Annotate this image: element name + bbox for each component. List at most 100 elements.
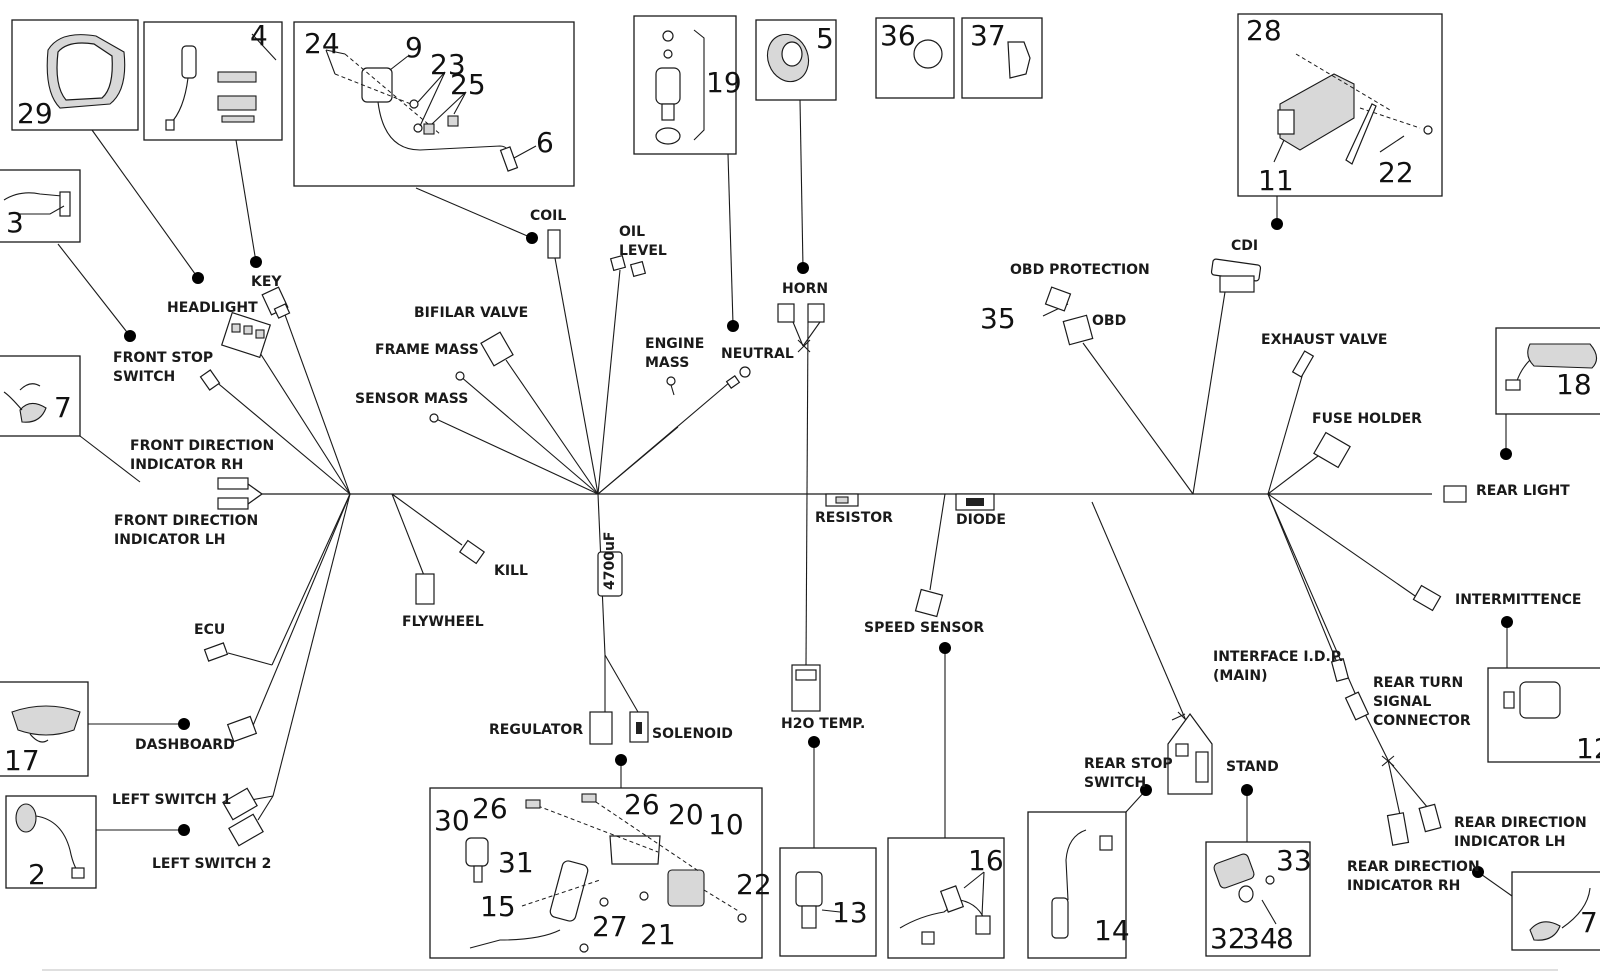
callout-34: 34 bbox=[1242, 922, 1278, 955]
label-bifilar-valve: BIFILAR VALVE bbox=[414, 305, 528, 321]
callout-28: 28 bbox=[1246, 14, 1282, 47]
callout-9: 9 bbox=[405, 31, 423, 64]
box-clip-37 bbox=[961, 17, 1043, 99]
label-front-dir-lh-2: INDICATOR LH bbox=[114, 532, 226, 548]
label-front-dir-rh-1: FRONT DIRECTION bbox=[130, 438, 274, 454]
box-speed-sensor-16 bbox=[887, 837, 1005, 959]
label-engine-mass-1: ENGINE bbox=[645, 336, 704, 352]
box-left-switch-2 bbox=[5, 795, 97, 889]
callout-5: 5 bbox=[816, 22, 834, 55]
label-rear-stop-switch-1: REAR STOP bbox=[1084, 756, 1173, 772]
callout-22-relay: 22 bbox=[736, 868, 772, 901]
label-rear-turn-1: REAR TURN bbox=[1373, 675, 1463, 691]
callout-8: 8 bbox=[1276, 922, 1294, 955]
label-front-dir-rh-2: INDICATOR RH bbox=[130, 457, 243, 473]
callout-16: 16 bbox=[968, 844, 1004, 877]
callout-36: 36 bbox=[880, 19, 916, 52]
callout-32: 32 bbox=[1210, 922, 1246, 955]
callout-29: 29 bbox=[17, 97, 53, 130]
callout-26-right: 26 bbox=[624, 788, 660, 821]
label-rear-dir-lh-1: REAR DIRECTION bbox=[1454, 815, 1587, 831]
label-kill: KILL bbox=[494, 563, 528, 579]
callout-37: 37 bbox=[970, 19, 1006, 52]
label-fuse-holder: FUSE HOLDER bbox=[1312, 411, 1422, 427]
label-capacitor: 4700uF bbox=[602, 532, 618, 591]
label-horn: HORN bbox=[782, 281, 828, 297]
box-key-4 bbox=[143, 21, 283, 141]
callout-11: 11 bbox=[1258, 164, 1294, 197]
box-front-indicator-7 bbox=[0, 355, 81, 437]
callout-7-front: 7 bbox=[54, 391, 72, 424]
label-engine-mass-2: MASS bbox=[645, 355, 689, 371]
label-speed-sensor: SPEED SENSOR bbox=[864, 620, 984, 636]
label-stand: STAND bbox=[1226, 759, 1279, 775]
harness-labels: HEADLIGHT KEY FRONT STOP SWITCH FRONT DI… bbox=[112, 208, 1587, 894]
box-coil-24-9-23-25-6 bbox=[293, 21, 575, 187]
callout-23: 23 bbox=[430, 48, 466, 81]
callout-27: 27 bbox=[592, 910, 628, 943]
label-intermittence: INTERMITTENCE bbox=[1455, 592, 1582, 608]
label-rear-dir-rh-2: INDICATOR RH bbox=[1347, 878, 1460, 894]
label-obd-protection: OBD PROTECTION bbox=[1010, 262, 1150, 278]
callout-17: 17 bbox=[4, 744, 40, 777]
callout-20: 20 bbox=[668, 798, 704, 831]
callout-4: 4 bbox=[250, 19, 268, 52]
box-clip-36 bbox=[875, 17, 955, 99]
label-solenoid: SOLENOID bbox=[652, 726, 733, 742]
label-front-stop-switch-2: SWITCH bbox=[113, 369, 175, 385]
callout-25: 25 bbox=[450, 68, 486, 101]
label-interface-idp-1: INTERFACE I.D.P. bbox=[1213, 649, 1344, 665]
part-numbers: 29 4 24 9 23 25 6 19 5 36 37 28 11 22 3 … bbox=[4, 14, 1600, 955]
label-neutral: NEUTRAL bbox=[721, 346, 794, 362]
callout-3: 3 bbox=[6, 206, 24, 239]
box-starter-relay-assembly bbox=[429, 787, 763, 959]
label-left-switch-1: LEFT SWITCH 1 bbox=[112, 792, 231, 808]
box-h2o-sensor-13 bbox=[779, 847, 877, 957]
callout-26-left: 26 bbox=[472, 792, 508, 825]
label-front-dir-lh-1: FRONT DIRECTION bbox=[114, 513, 258, 529]
box-headlight-29 bbox=[11, 19, 139, 131]
box-neutral-switch-19 bbox=[633, 15, 737, 155]
label-obd: OBD bbox=[1092, 313, 1126, 329]
callout-33: 33 bbox=[1276, 844, 1312, 877]
label-dashboard: DASHBOARD bbox=[135, 737, 235, 753]
label-regulator: REGULATOR bbox=[489, 722, 583, 738]
label-rear-light: REAR LIGHT bbox=[1476, 483, 1570, 499]
callout-6: 6 bbox=[536, 126, 554, 159]
label-rear-stop-switch-2: SWITCH bbox=[1084, 775, 1146, 791]
label-interface-idp-2: (MAIN) bbox=[1213, 668, 1268, 684]
label-rear-turn-3: CONNECTOR bbox=[1373, 713, 1471, 729]
callout-2: 2 bbox=[28, 858, 46, 891]
label-resistor: RESISTOR bbox=[815, 510, 893, 526]
callout-12: 12 bbox=[1576, 732, 1600, 765]
label-oil-level-1: OIL bbox=[619, 224, 645, 240]
callout-31: 31 bbox=[498, 846, 534, 879]
label-cdi: CDI bbox=[1231, 238, 1258, 254]
label-diode: DIODE bbox=[956, 512, 1006, 528]
callout-35: 35 bbox=[980, 302, 1016, 335]
box-stand-switch-33-32-34-8 bbox=[1205, 841, 1311, 957]
label-exhaust-valve: EXHAUST VALVE bbox=[1261, 332, 1387, 348]
label-key: KEY bbox=[251, 274, 282, 290]
label-h2o-temp: H2O TEMP. bbox=[781, 716, 865, 732]
label-rear-dir-rh-1: REAR DIRECTION bbox=[1347, 859, 1480, 875]
box-dashboard-17 bbox=[0, 681, 89, 777]
box-cdi-28-11-22 bbox=[1237, 13, 1443, 197]
callout-18: 18 bbox=[1556, 368, 1592, 401]
box-intermittence-12 bbox=[1487, 667, 1600, 763]
box-front-stop-switch-3 bbox=[0, 169, 81, 243]
leader-lines bbox=[57, 99, 1513, 897]
callout-13: 13 bbox=[832, 896, 868, 929]
callout-7-rear: 7 bbox=[1580, 906, 1598, 939]
label-frame-mass: FRAME MASS bbox=[375, 342, 479, 358]
callout-22-cdi: 22 bbox=[1378, 156, 1414, 189]
label-left-switch-2: LEFT SWITCH 2 bbox=[152, 856, 271, 872]
label-sensor-mass: SENSOR MASS bbox=[355, 391, 468, 407]
callout-15: 15 bbox=[480, 890, 516, 923]
callout-14: 14 bbox=[1094, 914, 1130, 947]
label-flywheel: FLYWHEEL bbox=[402, 614, 484, 630]
box-rear-stop-switch-14 bbox=[1027, 811, 1127, 959]
harness-connectors bbox=[199, 229, 1467, 847]
box-rear-indicator-7 bbox=[1511, 871, 1600, 951]
